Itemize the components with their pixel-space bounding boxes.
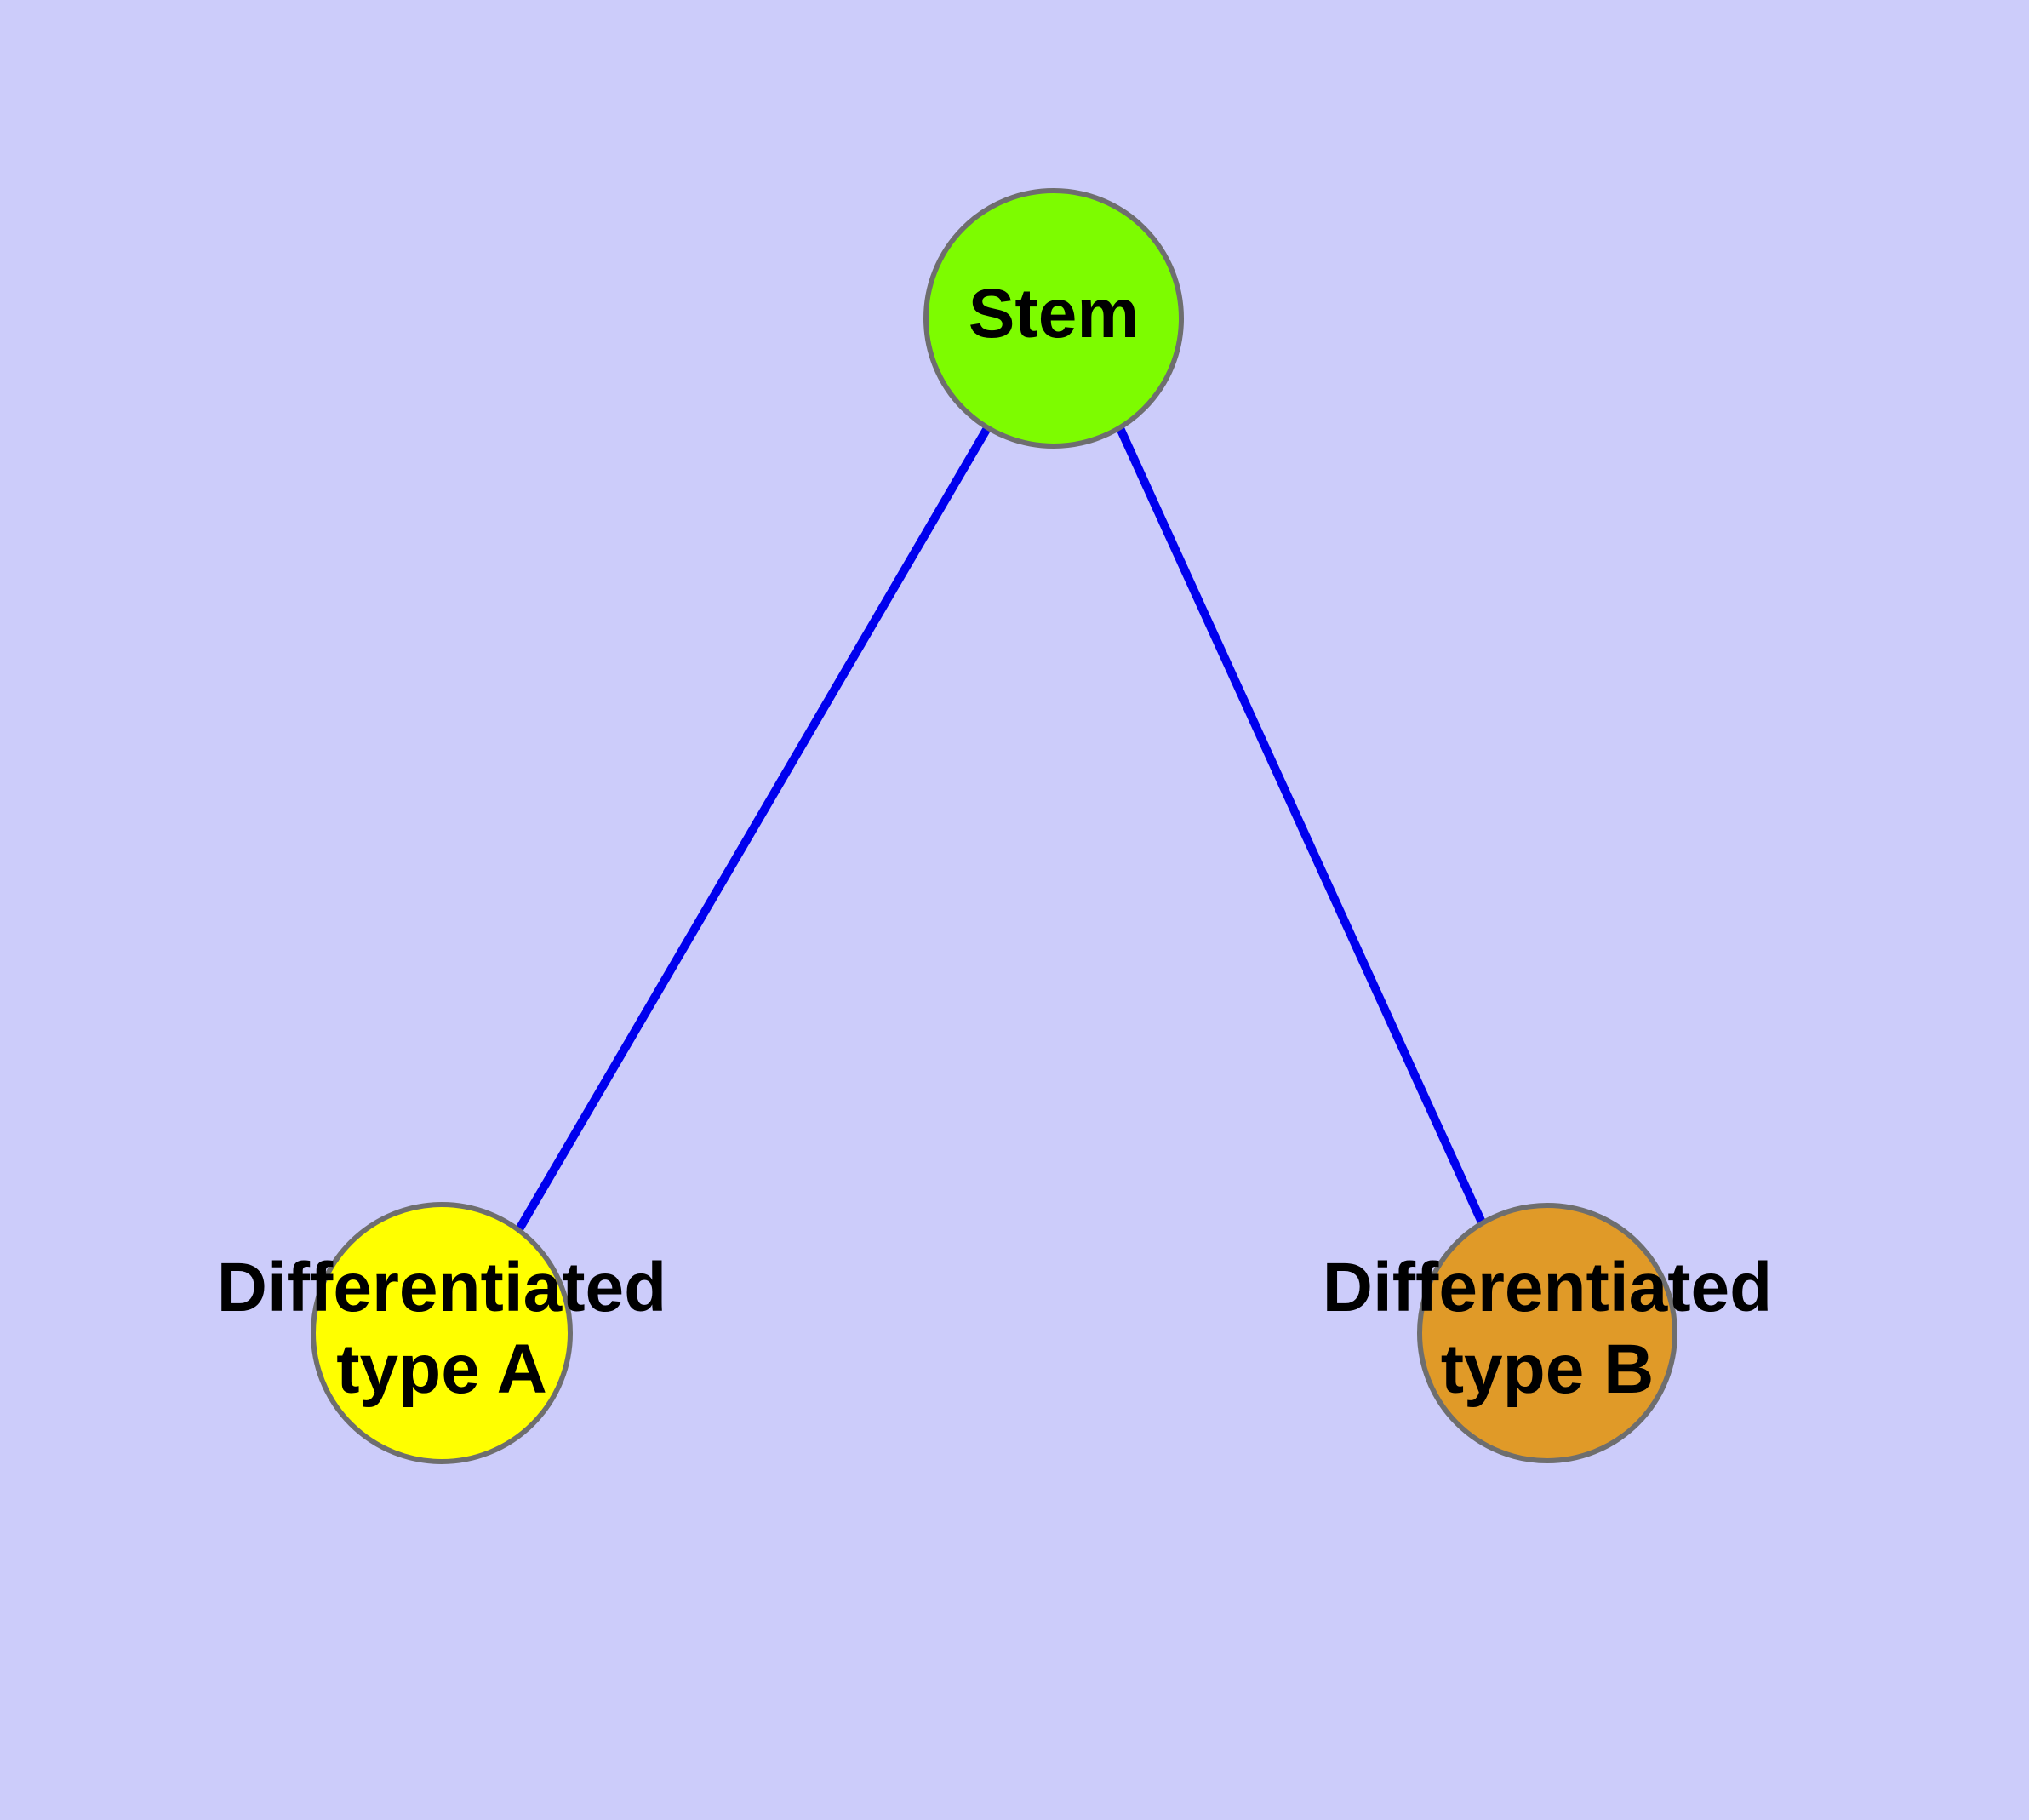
- node-diff-a[interactable]: [311, 1202, 573, 1464]
- edge-stem-to-diff-b[interactable]: [1116, 426, 1487, 1227]
- edge-stem-to-diff-a[interactable]: [515, 426, 992, 1232]
- nodes-layer: [311, 188, 1677, 1464]
- edges-layer: [515, 426, 1487, 1232]
- node-label-line: type B: [1441, 1331, 1655, 1408]
- node-label-line: type A: [336, 1331, 547, 1408]
- node-label-stem: Stem: [969, 275, 1140, 352]
- node-stem[interactable]: [923, 188, 1184, 449]
- node-label-line: Differentiated: [217, 1249, 667, 1326]
- node-label-line: Stem: [969, 275, 1140, 352]
- node-label-line: Differentiated: [1323, 1249, 1773, 1326]
- node-diff-b[interactable]: [1417, 1203, 1677, 1463]
